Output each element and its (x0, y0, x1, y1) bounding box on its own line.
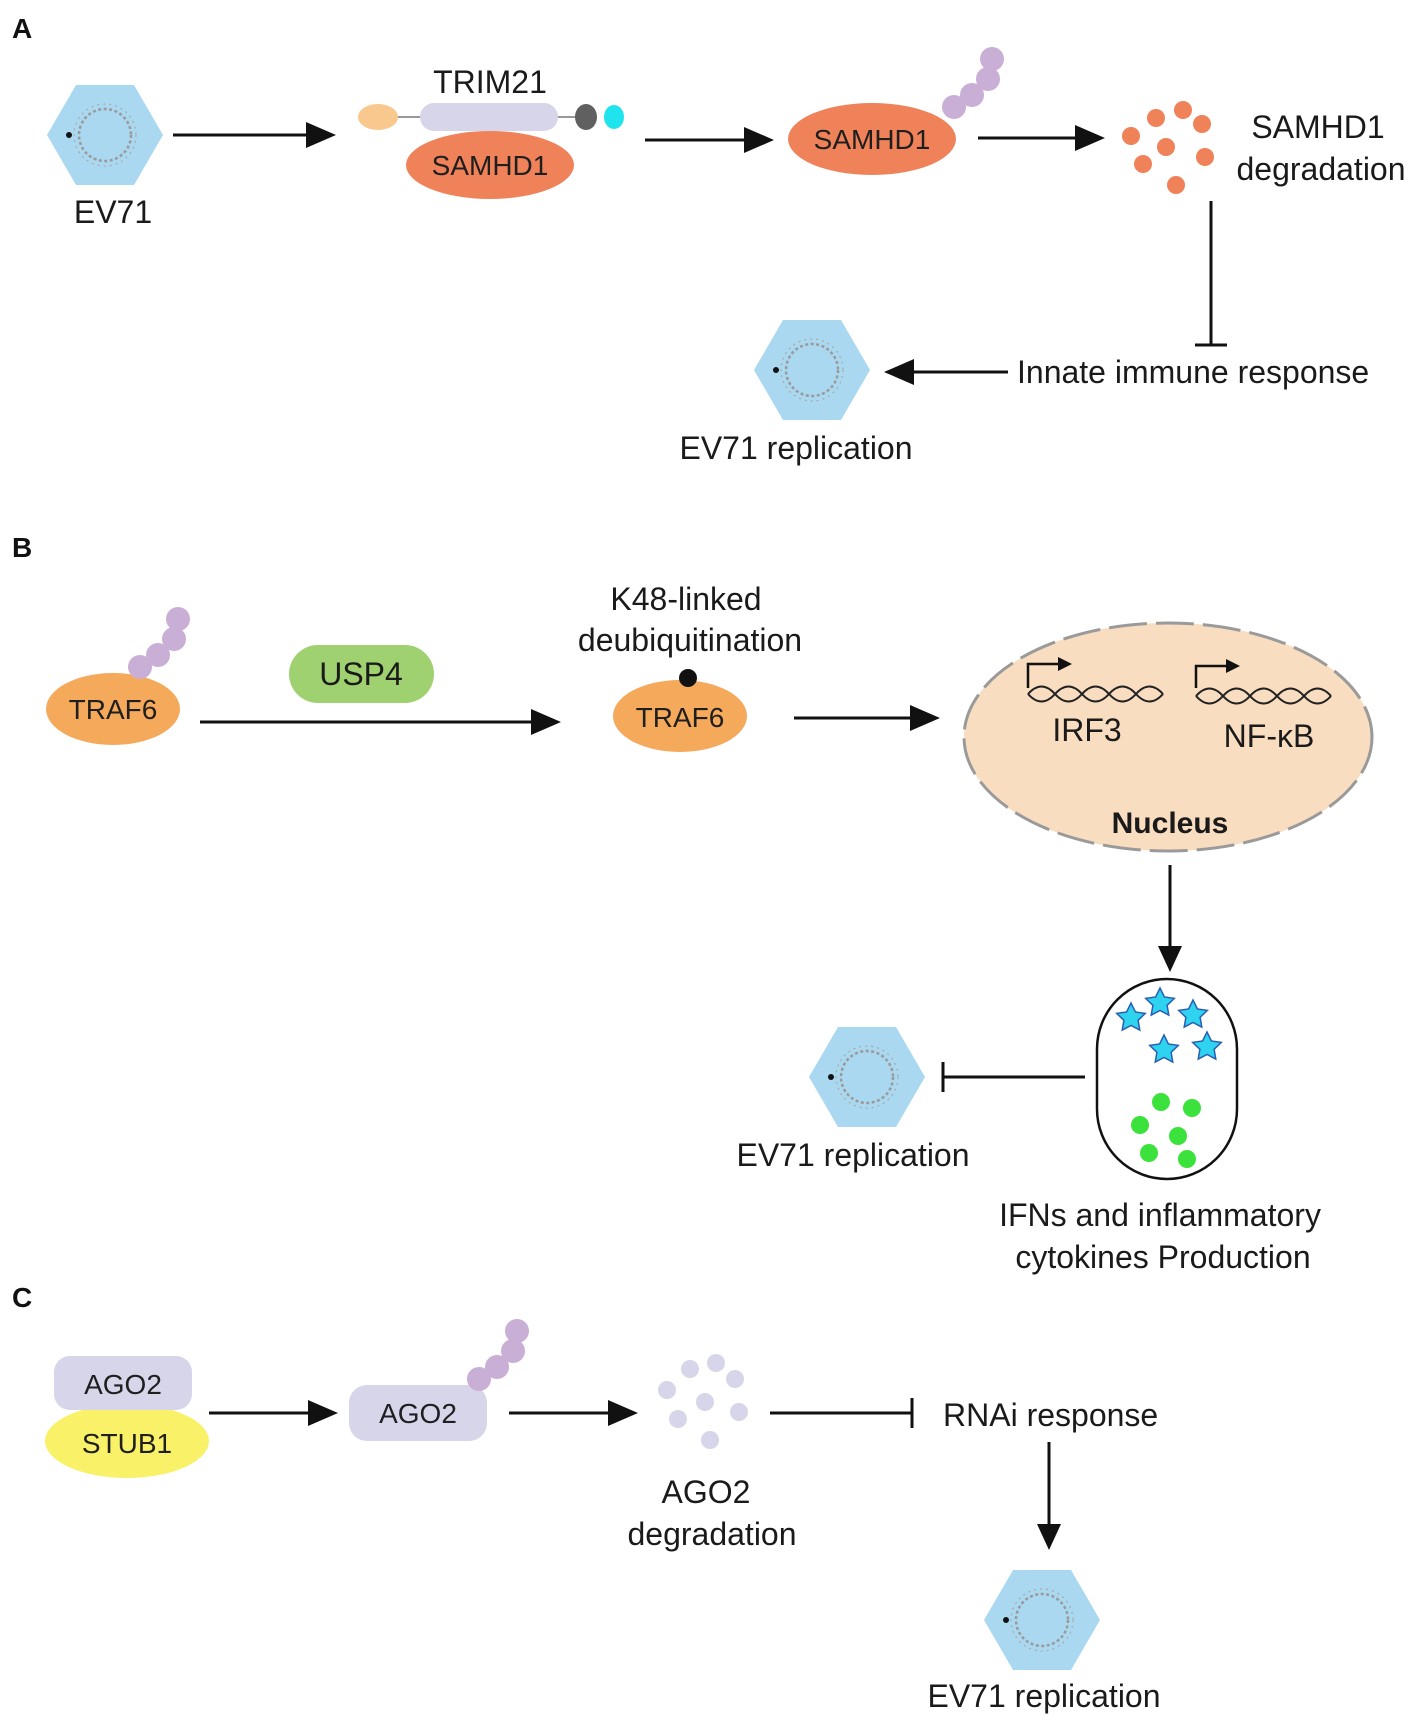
stub1-label: STUB1 (82, 1428, 172, 1459)
ev71-replication-virus-icon-c (982, 1568, 1102, 1672)
panel-b: TRAF6 USP4 K48-linked deubiquitination T… (46, 581, 1374, 1275)
arrow-a2 (645, 127, 774, 153)
ev71-replication-label-c: EV71 replication (927, 1678, 1160, 1714)
nucleus-label: Nucleus (1112, 807, 1229, 840)
arrow-c2 (509, 1400, 638, 1426)
samhd1-ub-label: SAMHD1 (814, 124, 931, 155)
ago2-ub-label: AGO2 (379, 1398, 457, 1429)
traf6-label: TRAF6 (636, 702, 725, 733)
traf6-node: TRAF6 (613, 669, 747, 752)
cytokine-dots-icon (1131, 1093, 1201, 1168)
ubiquitin-chain-icon-b (128, 607, 190, 679)
ev71-replication-virus-icon (752, 318, 872, 422)
rnai-response-label: RNAi response (943, 1397, 1158, 1433)
usp4-node: USP4 (289, 645, 434, 703)
deubiquitination-label: deubiquitination (578, 622, 802, 658)
innate-immune-response-label: Innate immune response (1017, 354, 1369, 390)
trim21-label: TRIM21 (433, 64, 547, 100)
samhd1-degradation-line2: degradation (1236, 151, 1405, 187)
inhibition-a (1195, 201, 1227, 347)
inhibition-b (941, 1062, 1085, 1092)
irf3-promoter-icon (1026, 657, 1164, 703)
nfkb-label: NF-κB (1224, 718, 1315, 754)
panel-a-letter: A (12, 13, 32, 44)
ev71-virus-icon (45, 83, 165, 187)
ubiquitin-site-icon (679, 669, 697, 687)
k48-linked-label: K48-linked (610, 581, 761, 617)
ubiquitin-chain-icon (942, 47, 1004, 119)
inhibition-c (770, 1398, 914, 1428)
panel-c-letter: C (12, 1282, 32, 1313)
ago2-complex-label: AGO2 (84, 1369, 162, 1400)
arrow-a4 (884, 359, 1008, 385)
ev71-replication-virus-icon-b (807, 1025, 927, 1129)
cytokines-line2: cytokines Production (1015, 1239, 1310, 1275)
trim21-samhd1-complex: SAMHD1 TRIM21 (358, 64, 624, 199)
samhd1-ubiquitinated: SAMHD1 (788, 47, 1004, 175)
cytokines-line1: IFNs and inflammatory (999, 1197, 1321, 1233)
ev71-replication-label-a: EV71 replication (679, 430, 912, 466)
usp4-label: USP4 (319, 656, 403, 692)
ago2-degradation-line1: AGO2 (662, 1474, 751, 1510)
arrow-b2 (794, 705, 940, 731)
traf6-ub-label: TRAF6 (69, 694, 158, 725)
traf6-ubiquitinated: TRAF6 (46, 607, 190, 745)
ago2-node (54, 1356, 192, 1410)
arrow-b1 (200, 709, 561, 735)
samhd1-degradation-line1: SAMHD1 (1251, 109, 1384, 145)
samhd1-complex-label: SAMHD1 (432, 150, 549, 181)
nfkb-promoter-icon (1194, 659, 1332, 705)
panel-b-letter: B (12, 532, 32, 563)
nucleus: IRF3 NF-κB Nucleus (962, 621, 1374, 853)
ev71-replication-label-b: EV71 replication (736, 1137, 969, 1173)
panel-c: AGO2 STUB1 AGO2 AGO2 degradation (45, 1319, 1161, 1714)
arrow-a3 (978, 125, 1105, 151)
ago2-stub1-complex: AGO2 STUB1 (45, 1356, 209, 1478)
panel-a: EV71 SAMHD1 TRIM21 SAMHD1 (45, 47, 1406, 466)
stub1-node (45, 1404, 209, 1478)
ago2-fragments-icon (658, 1354, 748, 1449)
ubiquitin-chain-icon-c (467, 1319, 529, 1391)
ev71-label: EV71 (74, 194, 152, 230)
irf3-label: IRF3 (1052, 712, 1121, 748)
arrow-b3 (1158, 865, 1182, 972)
samhd1-fragments-icon (1122, 101, 1214, 194)
arrow-a1 (173, 122, 336, 148)
cytokine-vesicle (1095, 977, 1239, 1181)
arrow-c3 (1037, 1442, 1061, 1550)
samhd1-node (406, 131, 574, 199)
arrow-c1 (209, 1400, 338, 1426)
ago2-degradation-line2: degradation (627, 1516, 796, 1552)
ago2-ubiquitinated: AGO2 (349, 1319, 529, 1441)
